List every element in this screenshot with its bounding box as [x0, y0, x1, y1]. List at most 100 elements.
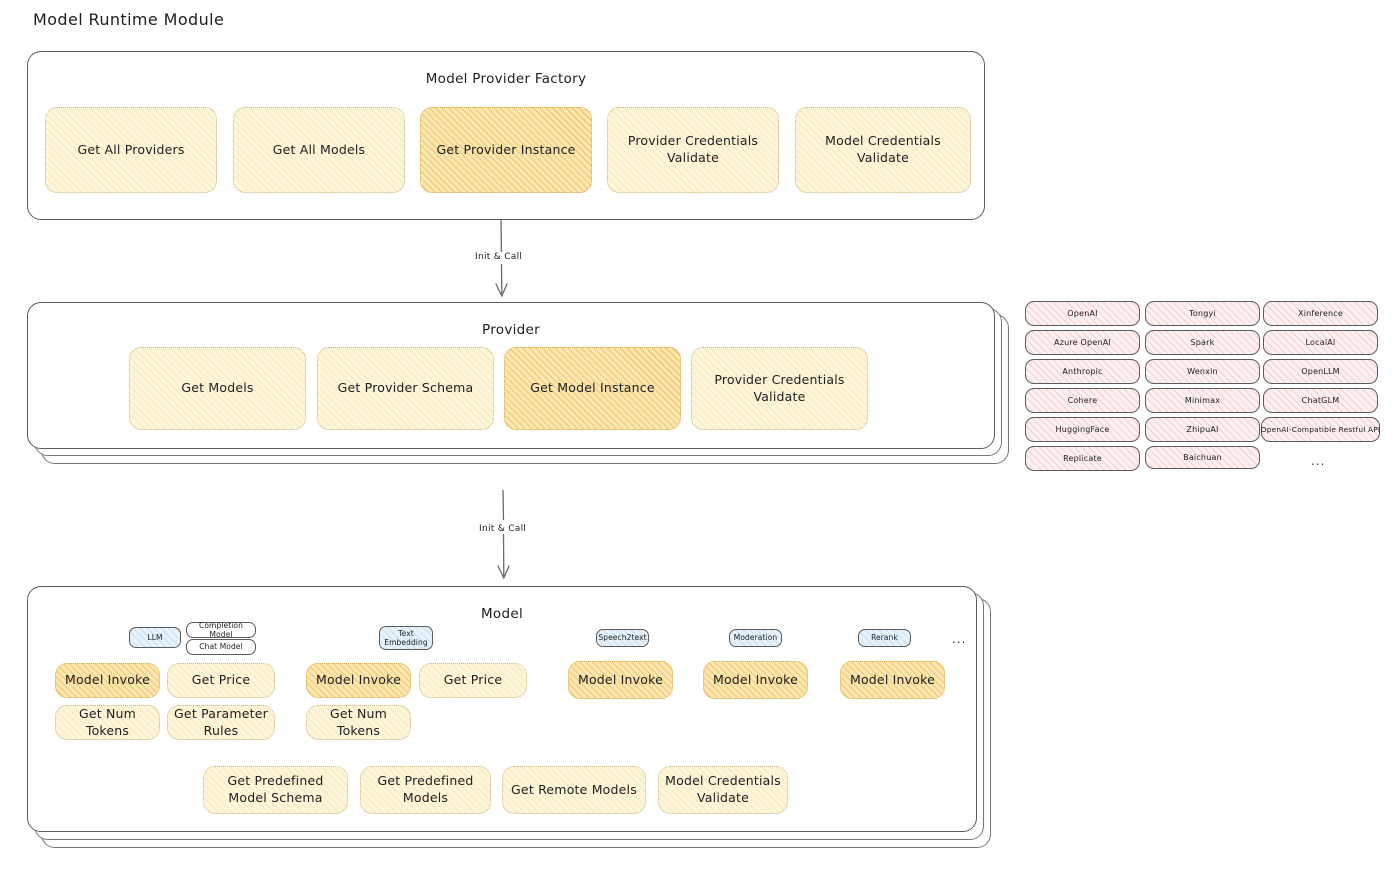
chip-label: Model Invoke	[712, 671, 799, 687]
pill-label: Baichuan	[1183, 453, 1222, 462]
badge-label: Rerank	[871, 633, 898, 643]
chip-model-credentials-validate[interactable]: Model Credentials Validate	[795, 107, 971, 193]
chip-get-models[interactable]: Get Models	[129, 347, 306, 430]
page-title: Model Runtime Module	[33, 10, 225, 29]
chip-label: Get Price	[191, 672, 251, 688]
pill-label: Cohere	[1067, 396, 1098, 405]
pill-label: LocalAI	[1305, 338, 1336, 347]
pill-label: Xinference	[1298, 309, 1343, 318]
chip-get-predefined-models[interactable]: Get Predefined Models	[360, 766, 491, 814]
chip-get-all-models[interactable]: Get All Models	[233, 107, 405, 193]
badge-label: Completion Model	[199, 620, 243, 639]
chip-llm-get-price[interactable]: Get Price	[167, 663, 275, 698]
badge-label: Speech2text	[598, 633, 647, 643]
chip-label: Get Parameter Rules	[174, 705, 268, 738]
badge-label: Chat Model	[199, 642, 243, 652]
chip-label: Get Price	[443, 672, 503, 688]
provider-pill-openai-compatible-restful-api[interactable]: OpenAI-Compatible Restful API	[1261, 417, 1380, 442]
chip-model-credentials-validate-2[interactable]: Model Credentials Validate	[658, 766, 788, 814]
badge-rerank[interactable]: Rerank	[858, 629, 911, 647]
chip-label: Model Invoke	[849, 671, 936, 687]
badge-speech2text[interactable]: Speech2text	[596, 629, 649, 647]
provider-pill-spark[interactable]: Spark	[1145, 330, 1260, 355]
chip-llm-get-num-tokens[interactable]: Get Num Tokens	[55, 705, 160, 740]
chip-label: Get All Models	[272, 141, 366, 157]
pill-label: Spark	[1190, 338, 1215, 347]
pill-label: ChatGLM	[1301, 396, 1340, 405]
provider-pill-zhipuai[interactable]: ZhipuAI	[1145, 417, 1260, 442]
chip-get-provider-schema[interactable]: Get Provider Schema	[317, 347, 494, 430]
provider-pill-wenxin[interactable]: Wenxin	[1145, 359, 1260, 384]
chip-label: Get Remote Models	[511, 781, 637, 797]
provider-pill-xinference[interactable]: Xinference	[1263, 301, 1378, 326]
chip-label: Get All Providers	[77, 141, 185, 157]
chip-provider-credentials-validate[interactable]: Provider Credentials Validate	[607, 107, 779, 193]
chip-embedding-get-num-tokens[interactable]: Get Num Tokens	[306, 705, 411, 740]
badge-moderation[interactable]: Moderation	[729, 629, 782, 647]
chip-label: Get Predefined Model Schema	[227, 773, 324, 805]
chip-label: Get Num Tokens	[78, 705, 137, 738]
provider-list-ellipsis: ...	[1311, 454, 1326, 468]
chip-label: Model Credentials Validate	[665, 773, 781, 805]
chip-rerank-model-invoke[interactable]: Model Invoke	[840, 661, 945, 699]
chip-label: Get Predefined Models	[377, 773, 474, 805]
pill-label: Minimax	[1184, 396, 1221, 405]
model-title: Model	[480, 606, 524, 622]
chip-embedding-get-price[interactable]: Get Price	[419, 663, 527, 698]
badge-llm[interactable]: LLM	[129, 627, 181, 648]
pill-label: OpenAI-Compatible Restful API	[1260, 425, 1381, 434]
chip-llm-get-parameter-rules[interactable]: Get Parameter Rules	[167, 705, 275, 740]
provider-pill-baichuan[interactable]: Baichuan	[1145, 446, 1260, 469]
provider-pill-minimax[interactable]: Minimax	[1145, 388, 1260, 413]
badge-completion-model[interactable]: Completion Model	[186, 620, 256, 639]
badge-label: LLM	[147, 632, 163, 642]
provider-pill-replicate[interactable]: Replicate	[1025, 446, 1140, 471]
provider-pill-localai[interactable]: LocalAI	[1263, 330, 1378, 355]
chip-label: Provider Credentials Validate	[714, 371, 845, 404]
badge-chat-model[interactable]: Chat Model	[186, 639, 256, 655]
chip-speech2text-model-invoke[interactable]: Model Invoke	[568, 661, 673, 699]
chip-get-model-instance[interactable]: Get Model Instance	[504, 347, 681, 430]
pill-label: Anthropic	[1062, 367, 1103, 376]
badge-text-embedding[interactable]: Text Embedding	[379, 626, 433, 650]
chip-label: Model Invoke	[577, 671, 664, 687]
chip-label: Model Invoke	[64, 672, 151, 688]
chip-moderation-model-invoke[interactable]: Model Invoke	[703, 661, 808, 699]
pill-label: ZhipuAI	[1186, 425, 1219, 434]
model-provider-factory-title: Model Provider Factory	[425, 71, 587, 87]
chip-label: Model Invoke	[315, 672, 402, 688]
chip-llm-model-invoke[interactable]: Model Invoke	[55, 663, 160, 698]
badge-label: Moderation	[733, 633, 778, 643]
chip-get-provider-instance[interactable]: Get Provider Instance	[420, 107, 592, 193]
chip-label: Model Credentials Validate	[825, 133, 941, 165]
badge-label: Text Embedding	[384, 628, 428, 647]
arrow-provider-to-model	[472, 489, 542, 582]
arrow-label-init-call-2: Init & Call	[476, 524, 530, 534]
chip-get-all-providers[interactable]: Get All Providers	[45, 107, 217, 193]
provider-pill-tongyi[interactable]: Tongyi	[1145, 301, 1260, 326]
arrow-icon	[497, 489, 510, 580]
provider-pill-azure-openai[interactable]: Azure OpenAI	[1025, 330, 1140, 355]
chip-label: Provider Credentials Validate	[627, 133, 759, 165]
pill-label: Wenxin	[1187, 367, 1218, 376]
pill-label: Azure OpenAI	[1054, 338, 1111, 347]
provider-pill-openai[interactable]: OpenAI	[1025, 301, 1140, 326]
arrow-icon	[495, 219, 508, 298]
chip-get-predefined-model-schema[interactable]: Get Predefined Model Schema	[203, 766, 348, 814]
chip-label: Get Provider Instance	[436, 141, 576, 157]
pill-label: Replicate	[1063, 454, 1102, 463]
provider-pill-cohere[interactable]: Cohere	[1025, 388, 1140, 413]
pill-label: Tongyi	[1189, 309, 1216, 318]
chip-label: Get Model Instance	[530, 380, 655, 396]
chip-get-remote-models[interactable]: Get Remote Models	[502, 766, 646, 814]
chip-label: Get Models	[181, 380, 254, 396]
pill-label: HuggingFace	[1055, 425, 1110, 434]
provider-pill-openllm[interactable]: OpenLLM	[1263, 359, 1378, 384]
chip-provider-credentials-validate-2[interactable]: Provider Credentials Validate	[691, 347, 868, 430]
pill-label: OpenLLM	[1301, 367, 1340, 376]
provider-pill-chatglm[interactable]: ChatGLM	[1263, 388, 1378, 413]
chip-label: Get Num Tokens	[329, 705, 388, 738]
provider-pill-huggingface[interactable]: HuggingFace	[1025, 417, 1140, 442]
provider-pill-anthropic[interactable]: Anthropic	[1025, 359, 1140, 384]
chip-embedding-model-invoke[interactable]: Model Invoke	[306, 663, 411, 698]
